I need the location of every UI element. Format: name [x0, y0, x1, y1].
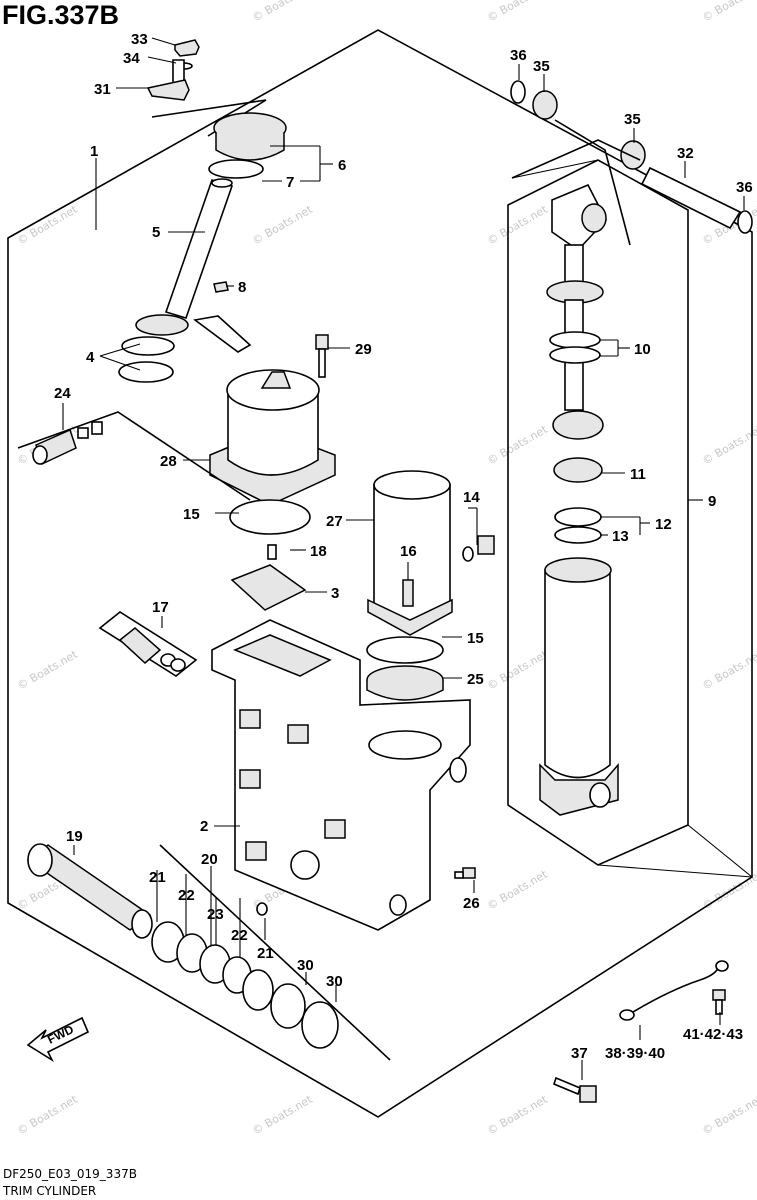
callout-11: 11 [630, 466, 646, 483]
part-wire-harness [619, 960, 729, 1021]
callout-16: 16 [400, 543, 417, 560]
svg-text:© Boats.net: © Boats.net [485, 422, 550, 467]
callout-14: 14 [463, 489, 480, 506]
svg-text:© Boats.net: © Boats.net [485, 202, 550, 247]
callout-36a: 36 [510, 47, 527, 64]
callout-22a: 22 [178, 887, 195, 904]
callout-23: 23 [207, 906, 224, 923]
callout-41-42-43: 41·42·43 [683, 1026, 743, 1043]
callout-12: 12 [655, 516, 672, 533]
part-cylinder [539, 183, 619, 816]
callout-1: 1 [90, 143, 98, 160]
callout-7: 7 [286, 174, 294, 191]
callout-22b: 22 [231, 927, 248, 944]
callout-32: 32 [677, 145, 694, 162]
part-pin [510, 80, 753, 246]
leader-lines [62, 37, 745, 1080]
svg-text:© Boats.net: © Boats.net [15, 1092, 80, 1137]
callout-5: 5 [152, 224, 160, 241]
callout-24: 24 [54, 385, 71, 402]
svg-text:© Boats.net: © Boats.net [485, 647, 550, 692]
svg-text:© Boats.net: © Boats.net [700, 647, 757, 692]
callout-38-39-40: 38·39·40 [605, 1045, 665, 1062]
callout-37: 37 [571, 1045, 588, 1062]
callout-10: 10 [634, 341, 651, 358]
callout-31: 31 [94, 81, 111, 98]
callout-25: 25 [467, 671, 484, 688]
callout-21a: 21 [149, 869, 166, 886]
part-valve-17 [98, 611, 198, 677]
callout-30a: 30 [297, 957, 314, 974]
svg-text:© Boats.net: © Boats.net [700, 422, 757, 467]
callout-9: 9 [708, 493, 716, 510]
svg-text:© Boats.net: © Boats.net [485, 1092, 550, 1137]
svg-text:© Boats.net: © Boats.net [700, 1092, 757, 1137]
part-reservoir [366, 470, 453, 701]
callout-36b: 36 [736, 179, 753, 196]
callout-2: 2 [200, 818, 208, 835]
callout-13: 13 [612, 528, 629, 545]
callout-3: 3 [331, 585, 339, 602]
callout-35b: 35 [624, 111, 641, 128]
svg-text:© Boats.net: © Boats.net [700, 0, 757, 25]
callout-26: 26 [463, 895, 480, 912]
callout-15: 15 [183, 506, 200, 523]
callout-17: 17 [152, 599, 169, 616]
callout-28: 28 [160, 453, 177, 470]
callout-33: 33 [131, 31, 148, 48]
svg-text:© Boats.net: © Boats.net [15, 647, 80, 692]
part-reservoir-cap [208, 112, 287, 179]
callout-19: 19 [66, 828, 83, 845]
part-bolt-29 [315, 334, 329, 378]
svg-text:© Boats.net: © Boats.net [15, 202, 80, 247]
callout-4: 4 [86, 349, 95, 366]
svg-text:© Boats.net: © Boats.net [250, 0, 315, 25]
callout-15b: 15 [467, 630, 484, 647]
svg-text:© Boats.net: © Boats.net [485, 0, 550, 25]
part-valve [17, 411, 251, 501]
part-plug-14 [462, 535, 495, 562]
callout-8: 8 [238, 279, 246, 296]
svg-text:© Boats.net: © Boats.net [250, 202, 315, 247]
part-bolt-37 [553, 1076, 597, 1103]
part-nut [146, 39, 267, 137]
svg-text:© Boats.net: © Boats.net [485, 867, 550, 912]
figure-caption: TRIM CYLINDER [3, 1184, 97, 1198]
callout-29: 29 [355, 341, 372, 358]
part-rod-19 [26, 843, 153, 939]
callout-labels: 1 2 3 4 5 6 7 8 9 10 11 12 13 14 15 16 1… [54, 31, 753, 1062]
callout-34: 34 [123, 50, 140, 67]
callout-20: 20 [201, 851, 218, 868]
svg-text:© Boats.net: © Boats.net [250, 1092, 315, 1137]
figure-title: FIG.337B [2, 0, 120, 30]
part-tube [118, 178, 234, 383]
seal-stack [151, 844, 391, 1061]
part-bolt-26 [454, 867, 476, 879]
callout-30b: 30 [326, 973, 343, 990]
part-manifold-plate [230, 544, 307, 611]
part-trim-body [211, 619, 471, 931]
callout-18: 18 [310, 543, 327, 560]
figure-code: DF250_E03_019_337B [3, 1167, 137, 1181]
callout-27: 27 [326, 513, 343, 530]
part-clip [213, 281, 229, 293]
part-motor [193, 315, 336, 535]
callout-6: 6 [338, 157, 346, 174]
fwd-arrow-icon: FWD [26, 1016, 90, 1063]
callout-21b: 21 [257, 945, 274, 962]
callout-35a: 35 [533, 58, 550, 75]
